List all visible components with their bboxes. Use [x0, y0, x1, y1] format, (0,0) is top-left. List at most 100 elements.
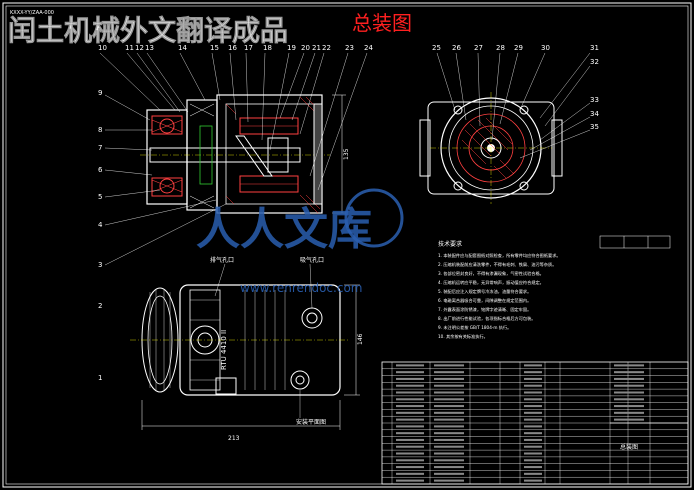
table-cell-text — [434, 391, 464, 394]
callout: 22 — [322, 44, 331, 52]
table-cell-text — [524, 371, 542, 374]
dim-height: 135 — [343, 148, 350, 160]
table-cell-text — [396, 466, 424, 469]
table-cell-text — [434, 398, 464, 401]
table-cell-text — [614, 384, 644, 387]
callout: 1 — [98, 374, 102, 382]
table-cell-text — [524, 466, 542, 469]
table-cell-text — [434, 411, 464, 414]
leader-lines-right — [436, 52, 591, 159]
callout: 25 — [432, 44, 441, 52]
table-cell-text — [396, 405, 424, 408]
callouts-side: 9 8 7 6 5 4 3 2 1 — [98, 89, 103, 382]
table-cell-text — [396, 452, 424, 455]
callout: 35 — [590, 123, 599, 131]
callout: 5 — [98, 193, 102, 201]
table-cell-text — [434, 425, 464, 428]
table-cell-text — [396, 377, 424, 380]
table-cell-text — [434, 405, 464, 408]
note-line: 9. 未注明公差按 GB/T 1804-m 执行。 — [438, 324, 511, 331]
table-cell-text — [614, 391, 644, 394]
callout: 18 — [263, 44, 272, 52]
table-cell-text — [524, 391, 542, 394]
table-cell-text — [396, 432, 424, 435]
dim-width: 213 — [228, 435, 240, 442]
table-cell-text — [396, 384, 424, 387]
label-mount: 安装平面图 — [296, 418, 326, 426]
table-cell-text — [396, 371, 424, 374]
end-view — [419, 92, 563, 204]
callout: 13 — [145, 44, 154, 52]
site-watermark-text: 人人文库 — [196, 204, 372, 255]
callout: 20 — [301, 44, 310, 52]
leader-lines-left — [99, 52, 368, 266]
callout: 2 — [98, 302, 102, 310]
table-cell-text — [434, 445, 464, 448]
table-cell-text — [614, 371, 644, 374]
table-cell-text — [434, 466, 464, 469]
table-cell-text — [524, 425, 542, 428]
table-cell-text — [524, 479, 542, 482]
table-cell-text — [396, 391, 424, 394]
table-cell-text — [614, 405, 644, 408]
callout: 27 — [474, 44, 483, 52]
table-cell-text — [396, 418, 424, 421]
inner-frame — [5, 5, 689, 485]
note-line: 10. 其余按有关标准执行。 — [438, 333, 488, 340]
table-cell-text — [614, 377, 644, 380]
table-cell-text — [524, 472, 542, 475]
table-cell-text — [434, 452, 464, 455]
table-cell-text — [396, 411, 424, 414]
stamp-model: RTU 4410 II — [220, 330, 228, 370]
table-cell-text — [396, 364, 424, 367]
site-watermark-url: www.renrendoc.com — [240, 281, 362, 295]
note-line: 6. 电磁离合器吸合可靠，间隙调整在规定范围内。 — [438, 297, 531, 304]
note-line: 7. 外露表面涂防锈漆，铭牌字迹清晰、固定牢固。 — [438, 306, 531, 313]
notes-heading: 技术要求 — [438, 240, 462, 248]
callout: 33 — [590, 96, 599, 104]
table-cell-text — [396, 445, 424, 448]
callout: 21 — [312, 44, 321, 52]
note-line: 5. 装配后应注入规定牌号冷冻油，油量符合要求。 — [438, 288, 531, 295]
callout: 32 — [590, 58, 599, 66]
label-outlet: 吸气孔口 — [300, 256, 324, 264]
table-cell-text — [396, 398, 424, 401]
table-cell-text — [614, 411, 644, 414]
callout: 6 — [98, 166, 103, 174]
table-cell-text — [614, 418, 644, 421]
table-cell-text — [524, 438, 542, 441]
table-cell-text — [396, 459, 424, 462]
table-cell-text — [434, 432, 464, 435]
table-cell-text — [396, 472, 424, 475]
table-cell-text — [434, 364, 464, 367]
callout: 14 — [178, 44, 187, 52]
label-inlet: 排气孔口 — [210, 256, 234, 264]
callout: 11 — [125, 44, 134, 52]
table-cell-text — [396, 479, 424, 482]
table-cell-text — [396, 425, 424, 428]
table-cell-text — [524, 364, 542, 367]
callouts-top: 10 11 12 13 14 15 16 17 18 19 20 21 22 2… — [98, 44, 373, 52]
note-line: 8. 出厂前进行性能试验，各项指标合格后方可包装。 — [438, 315, 535, 322]
table-cell-text — [434, 418, 464, 421]
callouts-right: 25 26 27 28 29 30 31 32 33 34 35 — [432, 44, 599, 131]
table-cell-text — [524, 384, 542, 387]
callout: 3 — [98, 261, 102, 269]
note-line: 3. 各部位密封良好，不得有渗漏现象，气密性试验合格。 — [438, 270, 544, 277]
dim-side: 146 — [357, 333, 364, 345]
callout: 15 — [210, 44, 219, 52]
table-cell-text — [524, 398, 542, 401]
callout: 30 — [541, 44, 550, 52]
table-cell-text — [434, 479, 464, 482]
table-cell-text — [434, 377, 464, 380]
table-cell-text — [524, 452, 542, 455]
table-cell-text — [434, 371, 464, 374]
table-cell-text — [434, 384, 464, 387]
callout: 7 — [98, 144, 102, 152]
table-cell-text — [524, 459, 542, 462]
table-cell-text — [524, 445, 542, 448]
callout: 4 — [98, 221, 103, 229]
technical-notes: 技术要求 1. 本装配件应与配套图纸对照检查，所有零件均应符合图纸要求。 2. … — [438, 240, 561, 340]
callout: 19 — [287, 44, 296, 52]
